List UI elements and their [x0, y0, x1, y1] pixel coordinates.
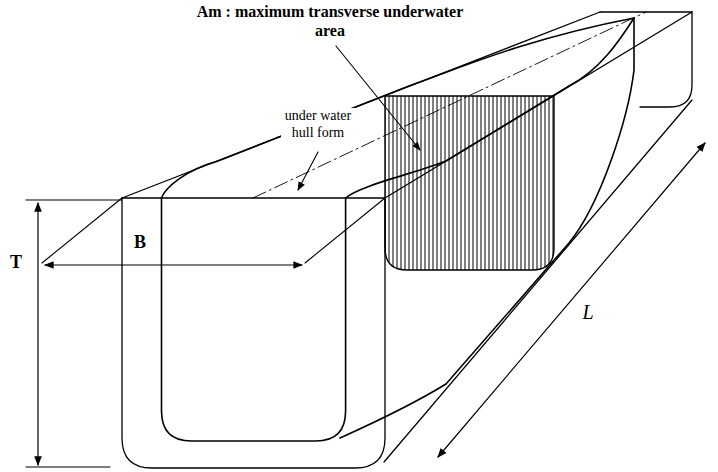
leader-line — [298, 152, 318, 190]
extension-line — [26, 199, 122, 200]
dimension-line — [45, 264, 302, 265]
extension-line — [42, 198, 122, 263]
extension-line — [26, 466, 110, 467]
dimension-label: B — [132, 232, 148, 254]
callout-label: Am : maximum transverse underwater area — [193, 2, 467, 40]
dimension-label: L — [580, 300, 595, 324]
midship-section — [385, 96, 554, 270]
hull-waterline — [162, 18, 635, 198]
box-front-face — [122, 198, 385, 468]
dimension-line — [438, 143, 705, 457]
callout-label: under water hull form — [281, 108, 355, 142]
box-edge — [640, 12, 692, 107]
hull-transom — [162, 198, 346, 441]
extension-line — [305, 198, 385, 263]
hull-bilge-line — [340, 18, 634, 438]
dimension-label: T — [8, 252, 24, 274]
dimension-line — [37, 203, 38, 465]
